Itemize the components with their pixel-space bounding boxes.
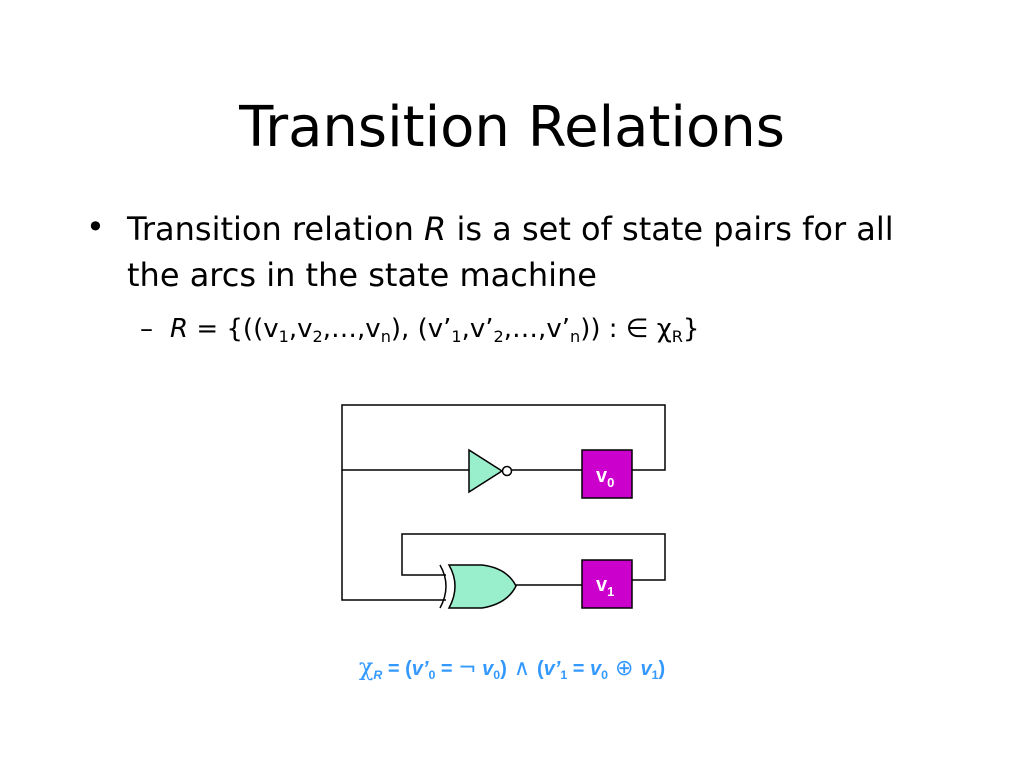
formula-xor: ⊕ xyxy=(608,656,641,681)
formula-chi: χ xyxy=(358,653,374,681)
register-v1: v1 xyxy=(581,559,633,609)
wires xyxy=(341,404,666,601)
sub-var-r: R xyxy=(170,314,189,344)
sub-bullet-marker: – xyxy=(140,314,153,344)
bullet-marker: • xyxy=(86,208,105,246)
slide-title: Transition Relations xyxy=(239,95,785,160)
formula-part: = xyxy=(567,658,591,680)
formula-part: ) xyxy=(658,658,666,680)
formula-sub: 0 xyxy=(601,667,609,682)
sub-text-part: } xyxy=(682,314,700,344)
sub-text-part: ), (v’ xyxy=(390,314,452,344)
sub-subscript: n xyxy=(380,327,391,347)
svg-text:v1: v1 xyxy=(596,574,614,599)
formula-not: ¬ xyxy=(458,656,477,681)
sub-text-part: ,…,v’ xyxy=(503,314,570,344)
register-v0-sub: 0 xyxy=(607,475,614,490)
sub-subscript: 1 xyxy=(451,327,462,347)
sub-text-part: ,v’ xyxy=(461,314,494,344)
formula-var: v xyxy=(590,658,602,680)
sub-subscript: R xyxy=(671,327,683,347)
formula-var: v’ xyxy=(411,658,429,680)
xor-gate xyxy=(439,564,517,609)
wire-v1-feedback xyxy=(401,533,666,581)
formula-sub: 1 xyxy=(560,667,568,682)
svg-text:v0: v0 xyxy=(596,465,614,490)
formula-part: = ( xyxy=(382,658,412,680)
wire-v0-to-xor xyxy=(341,470,446,601)
formula-part: = xyxy=(435,658,459,680)
sub-subscript: n xyxy=(569,327,581,347)
sub-subscript: 1 xyxy=(278,327,289,347)
sub-text-part: = {((v xyxy=(188,314,279,344)
formula-var: v xyxy=(476,658,494,680)
bullet-text: Transition relation R is a set of state … xyxy=(127,206,947,298)
register-v1-sub: 1 xyxy=(607,584,614,599)
formula-var: v xyxy=(640,658,652,680)
formula-sub: 0 xyxy=(493,667,501,682)
register-v0: v0 xyxy=(581,449,633,499)
register-v1-label: v xyxy=(596,574,608,596)
sub-subscript: 2 xyxy=(312,327,323,347)
formula-and: ∧ xyxy=(506,656,537,681)
sub-text-part: ,…,v xyxy=(322,314,381,344)
transition-formula: χR = (v’0 = ¬ v0) ∧ (v’1 = v0 ⊕ v1) xyxy=(0,652,1024,684)
sub-subscript: 2 xyxy=(493,327,504,347)
formula-sub: 0 xyxy=(428,667,436,682)
register-v0-label: v xyxy=(596,465,608,487)
formula-part: ) xyxy=(500,658,507,680)
sub-text-part: )) : ∈ χ xyxy=(580,314,672,344)
formula-var: v’ xyxy=(543,658,561,680)
formula-part: ( xyxy=(536,658,544,680)
bullet-text-part: Transition relation xyxy=(127,210,425,248)
wire-v0-feedback xyxy=(341,404,666,471)
formula-sub: R xyxy=(373,667,383,682)
bullet-text-part: is a set of state pairs for all the arcs… xyxy=(127,210,894,294)
formula-sub: 1 xyxy=(651,667,659,682)
sub-bullet-text: R = {((v1,v2,…,vn), (v’1,v’2,…,v’n)) : ∈… xyxy=(170,312,699,346)
inverter-gate xyxy=(468,448,513,494)
bullet-var-r: R xyxy=(424,210,447,248)
sub-text-part: ,v xyxy=(288,314,313,344)
